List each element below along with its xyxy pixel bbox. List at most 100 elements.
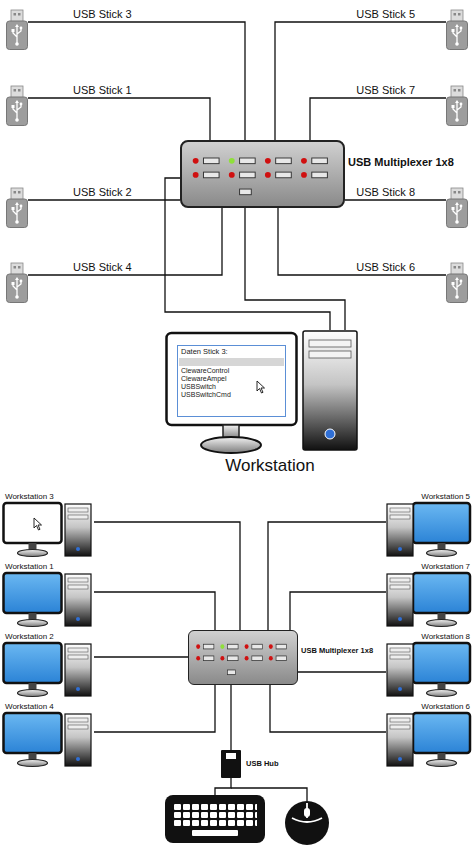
keyboard-spacebar bbox=[192, 830, 238, 836]
status-led bbox=[196, 656, 200, 661]
window-title: Daten Stick 3: bbox=[181, 348, 282, 356]
workstation: Workstation 5 bbox=[386, 492, 472, 558]
status-led bbox=[229, 158, 235, 164]
usb-cable bbox=[28, 22, 245, 140]
status-led bbox=[269, 644, 273, 649]
cursor-arrow bbox=[257, 381, 265, 393]
icon bbox=[2, 702, 94, 768]
monitor-base bbox=[18, 760, 48, 767]
icon bbox=[386, 632, 472, 698]
node-label: USB Multiplexer 1x8 bbox=[301, 646, 373, 655]
monitor-base bbox=[427, 690, 457, 697]
tower bbox=[65, 574, 91, 626]
usb-port bbox=[252, 644, 262, 649]
icon bbox=[446, 188, 468, 228]
drive-bay bbox=[68, 725, 88, 729]
usb-cable bbox=[275, 22, 446, 140]
usb-plug bbox=[11, 263, 23, 275]
host-port bbox=[228, 670, 236, 675]
monitor-base bbox=[427, 620, 457, 627]
usb-symbol bbox=[452, 282, 455, 285]
usb-hub: USB Hub bbox=[221, 750, 241, 778]
monitor-base bbox=[18, 620, 48, 627]
workstation: Workstation 4 bbox=[2, 702, 94, 768]
plug-hole bbox=[454, 266, 457, 269]
status-led bbox=[245, 644, 249, 649]
usb-symbol bbox=[455, 295, 459, 299]
usb-symbol bbox=[452, 29, 455, 32]
tower bbox=[303, 331, 357, 450]
drive-bay bbox=[390, 655, 410, 659]
icon bbox=[6, 10, 28, 50]
list-item: USBSwitchCmd bbox=[181, 391, 282, 399]
status-led bbox=[265, 172, 271, 178]
usb-symbol bbox=[12, 105, 15, 108]
icon bbox=[446, 263, 468, 303]
icon bbox=[446, 86, 468, 126]
usb-symbol bbox=[460, 103, 463, 106]
usb-symbol bbox=[452, 207, 455, 210]
status-led bbox=[193, 158, 199, 164]
icon bbox=[6, 263, 28, 303]
icon bbox=[182, 142, 343, 206]
usb-cable bbox=[94, 592, 215, 630]
node-label: USB Stick 2 bbox=[73, 186, 132, 198]
workstation: Workstation 2 bbox=[2, 632, 94, 698]
drive-bay bbox=[68, 508, 88, 512]
usb-port bbox=[276, 172, 292, 178]
usb-symbol bbox=[20, 103, 23, 106]
node-label: Workstation 5 bbox=[421, 492, 470, 501]
keyboard-keys bbox=[173, 803, 257, 827]
power-button bbox=[76, 617, 80, 621]
monitor bbox=[4, 643, 62, 683]
icon bbox=[2, 632, 94, 698]
usb-cable bbox=[94, 656, 188, 657]
power-button bbox=[398, 757, 402, 761]
usb-symbol bbox=[15, 295, 19, 299]
monitor bbox=[413, 573, 470, 613]
status-led bbox=[301, 172, 307, 178]
usb-stick-body bbox=[7, 21, 28, 50]
node-label: Workstation bbox=[205, 456, 335, 476]
monitor-base bbox=[427, 760, 457, 767]
usb-symbol bbox=[15, 220, 19, 224]
usb-cable bbox=[298, 671, 386, 672]
keyboard-cable bbox=[215, 778, 231, 795]
keyboard bbox=[165, 795, 265, 843]
power-button bbox=[398, 547, 402, 551]
usb-symbol bbox=[460, 280, 463, 283]
plug-hole bbox=[18, 191, 21, 194]
usb-plug bbox=[11, 10, 23, 22]
usb-cable bbox=[28, 199, 180, 200]
drive-bay bbox=[390, 515, 410, 519]
mouse-buttons bbox=[292, 803, 322, 822]
usb-plug bbox=[451, 86, 463, 98]
usb-plug bbox=[451, 263, 463, 275]
status-led bbox=[193, 172, 199, 178]
status-led bbox=[301, 158, 307, 164]
host-port bbox=[240, 189, 252, 195]
plug-hole bbox=[14, 266, 17, 269]
workstation: Workstation 7 bbox=[386, 562, 472, 628]
monitor bbox=[4, 573, 62, 613]
plug-hole bbox=[454, 13, 457, 16]
usb-cable bbox=[245, 208, 345, 330]
usb-port bbox=[276, 158, 292, 164]
usb-symbol bbox=[20, 27, 23, 30]
usb-symbol bbox=[20, 205, 23, 208]
usb-stick: USB Stick 6 bbox=[446, 263, 468, 303]
usb-stick-body bbox=[447, 21, 468, 50]
mouse-cursor bbox=[256, 380, 266, 394]
usb-stick: USB Stick 2 bbox=[6, 188, 28, 228]
usb-port bbox=[228, 656, 238, 661]
icon bbox=[6, 86, 28, 126]
usb-symbol bbox=[12, 207, 15, 210]
node-label: USB Stick 8 bbox=[356, 186, 415, 198]
usb-port bbox=[276, 656, 286, 661]
drive-bay bbox=[390, 725, 410, 729]
plug-hole bbox=[14, 89, 17, 92]
drive-bay bbox=[390, 718, 410, 722]
usb-stick-body bbox=[7, 274, 28, 303]
usb-port bbox=[240, 172, 256, 178]
